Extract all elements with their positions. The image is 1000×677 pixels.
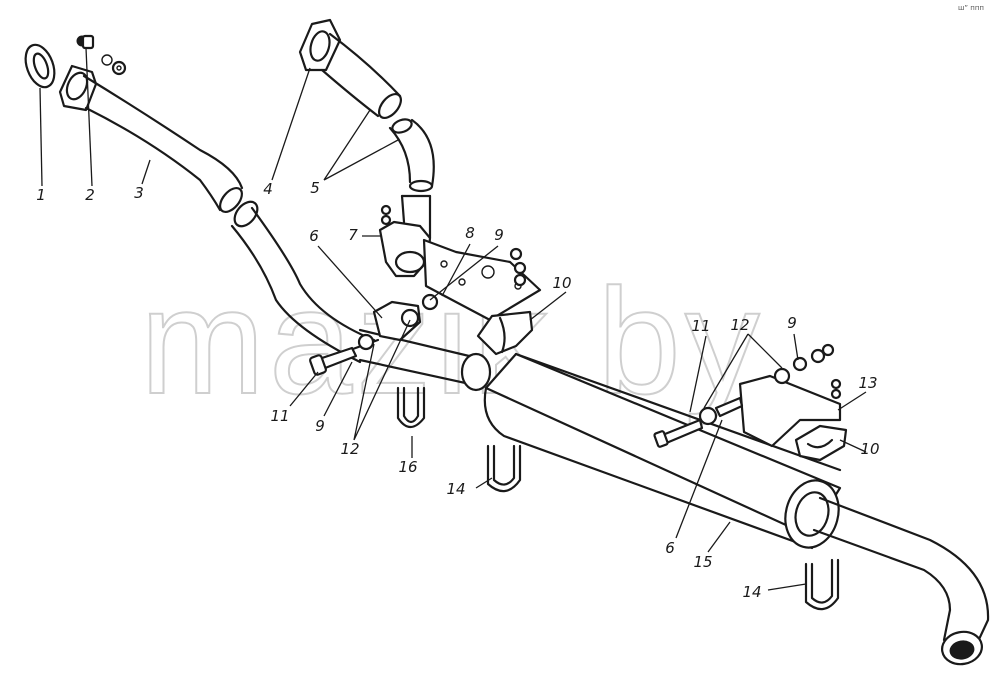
tail-pipe bbox=[812, 496, 990, 666]
callout-c6a: 6 bbox=[309, 227, 319, 245]
callout-c10b: 10 bbox=[860, 440, 879, 458]
callout-c14b: 14 bbox=[742, 583, 761, 601]
u-bolt-part-16 bbox=[396, 386, 426, 429]
callout-c9b: 9 bbox=[787, 314, 797, 332]
corner-mark: ш” ппп bbox=[958, 4, 984, 12]
callout-c11a: 11 bbox=[691, 317, 710, 335]
callout-c6b: 6 bbox=[665, 539, 675, 557]
callout-c13: 13 bbox=[858, 374, 877, 392]
clamp-part-10-right bbox=[794, 424, 848, 462]
front-exhaust-pipe-part-3 bbox=[58, 64, 244, 213]
nut-and-washer-part-2 bbox=[76, 34, 127, 76]
callout-c12b: 12 bbox=[340, 440, 359, 458]
callout-c15: 15 bbox=[693, 553, 712, 571]
callout-c7: 7 bbox=[348, 226, 358, 244]
callout-c1: 1 bbox=[36, 186, 46, 204]
callout-c9a: 9 bbox=[494, 226, 504, 244]
callout-c8: 8 bbox=[465, 224, 475, 242]
callout-c14a: 14 bbox=[446, 480, 465, 498]
bolt-part-11-right bbox=[653, 396, 744, 448]
callout-c16: 16 bbox=[398, 458, 417, 476]
callout-c11b: 11 bbox=[270, 407, 289, 425]
mounting-bracket-part-13 bbox=[738, 343, 842, 448]
callout-c4: 4 bbox=[263, 180, 273, 198]
callout-c12a: 12 bbox=[730, 316, 749, 334]
callout-c2: 2 bbox=[85, 186, 95, 204]
intermediate-pipe bbox=[230, 200, 492, 392]
clamp-part-10-left bbox=[476, 310, 534, 356]
u-bolt-part-14-right bbox=[804, 558, 840, 611]
clamp-bracket-part-7 bbox=[378, 194, 432, 278]
leader-lines bbox=[39, 47, 867, 591]
callout-c5: 5 bbox=[310, 179, 320, 197]
gasket-ring-part-1 bbox=[24, 43, 56, 89]
pipe-clamp-parts-6-9-12 bbox=[348, 293, 439, 352]
branch-pipe-part-4 bbox=[298, 18, 402, 119]
callout-c9c: 9 bbox=[315, 417, 325, 435]
callout-c3: 3 bbox=[134, 184, 144, 202]
bolt-part-11-left bbox=[309, 346, 358, 376]
callout-c10a: 10 bbox=[552, 274, 571, 292]
u-bolt-part-14-left bbox=[486, 444, 522, 493]
elbow-pipe-part-5 bbox=[388, 118, 435, 193]
